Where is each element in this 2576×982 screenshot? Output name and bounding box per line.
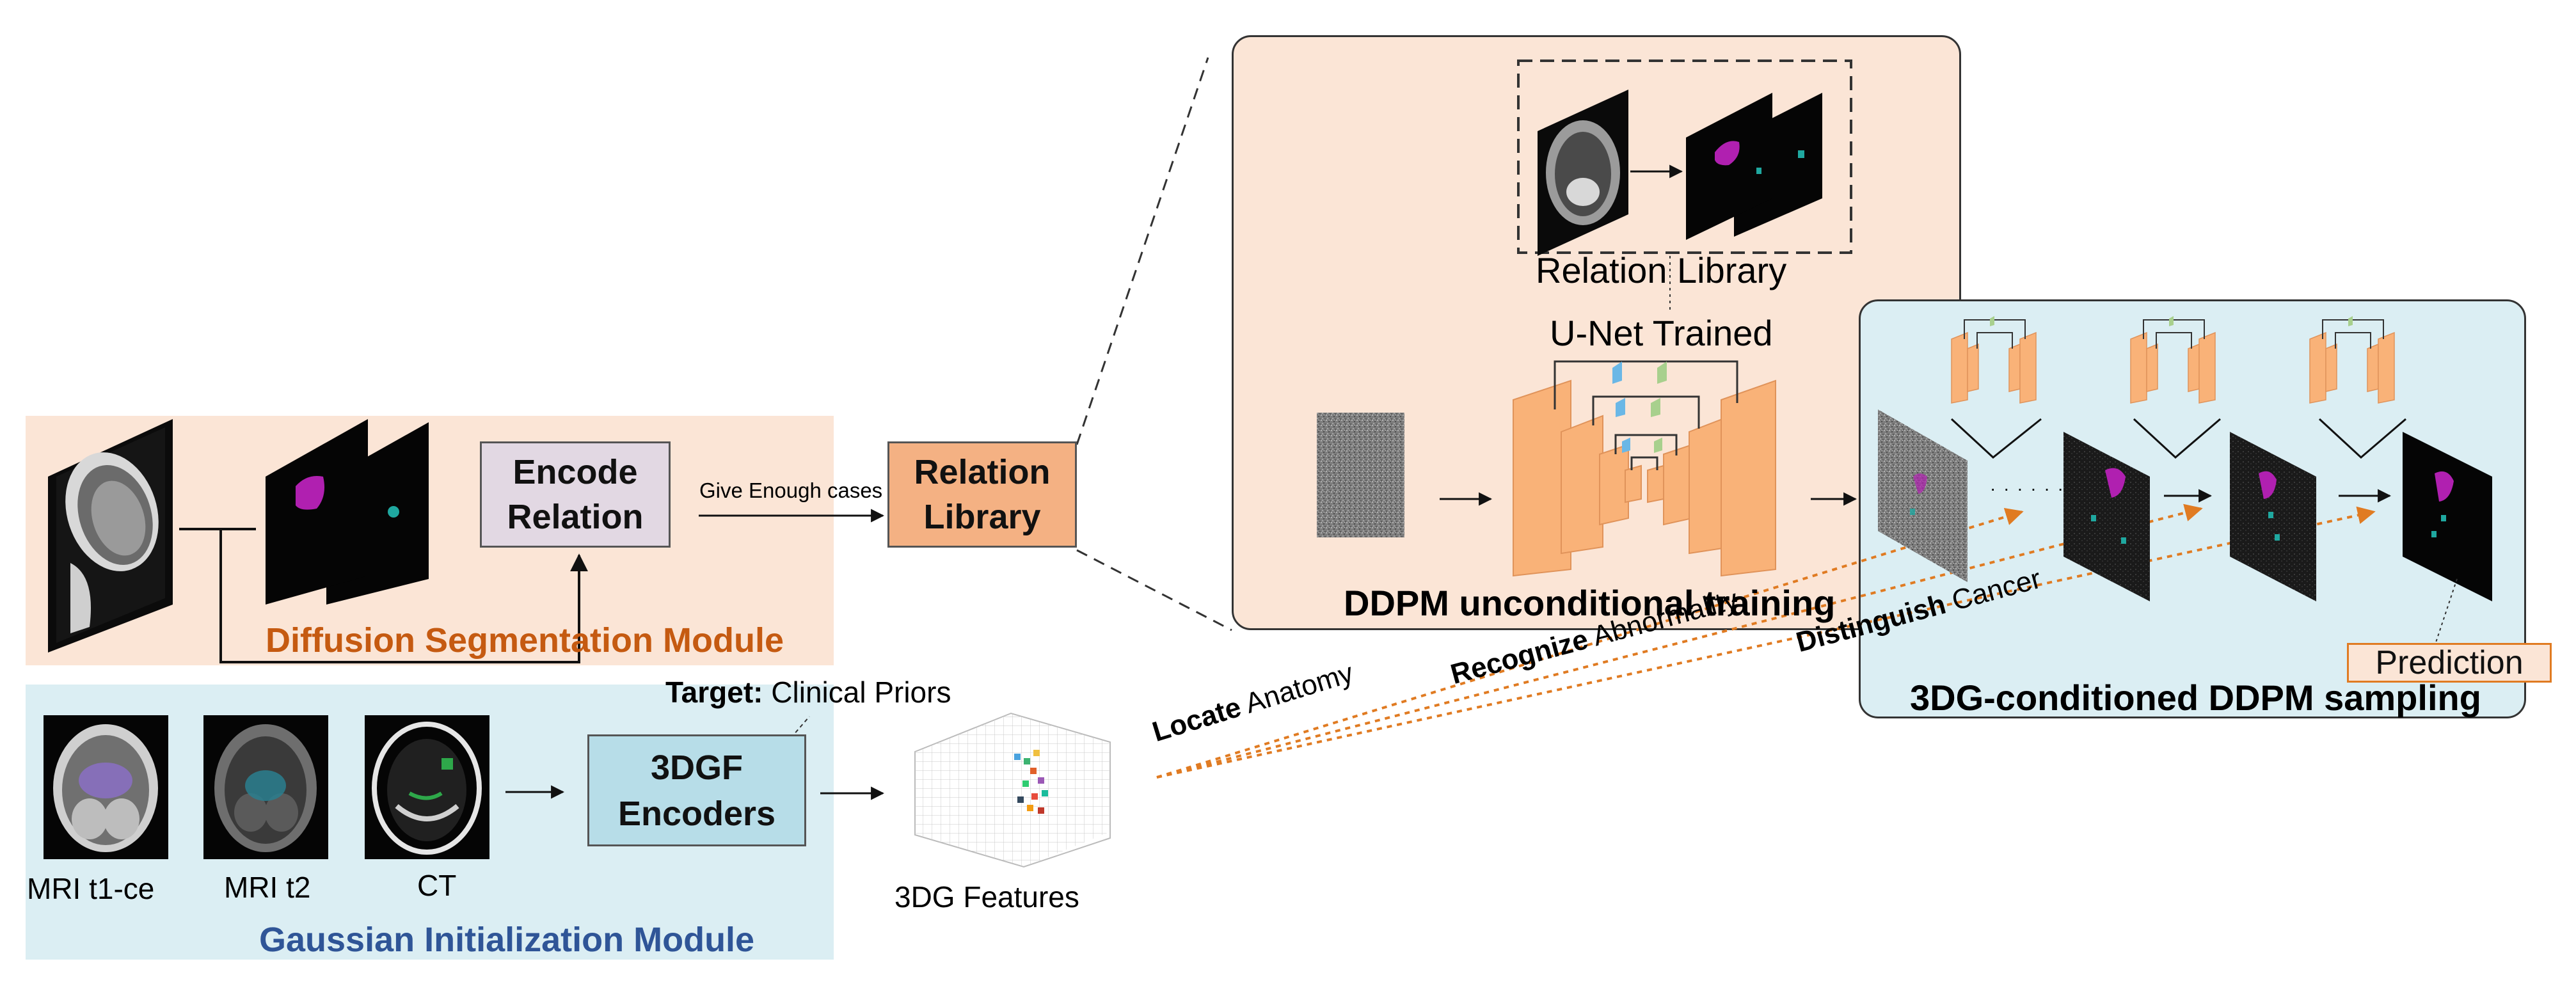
sampling-step-noise [1878, 409, 1968, 582]
relation-library-box: Relation Library [887, 441, 1077, 548]
sampling-title: 3DG-conditioned DDPM sampling [1910, 677, 2481, 718]
prediction-label: Prediction [2375, 644, 2524, 681]
gaussian-initialization-title: Gaussian Initialization Module [259, 921, 755, 959]
ct-image [365, 715, 489, 859]
encode-relation-line2: Relation [507, 498, 644, 536]
mri-t2-label: MRI t2 [224, 871, 311, 904]
sampling-unet-3 [2309, 316, 2395, 404]
3dg-features-label: 3DG Features [894, 880, 1079, 914]
library-mask-stack [1686, 93, 1822, 240]
sampling-unet-2 [2130, 316, 2216, 404]
segmentation-mask-stack [266, 419, 429, 605]
sampling-dots: · · · · · · [1990, 479, 2065, 498]
target-label: Target: Clinical Priors [665, 675, 951, 709]
mri-t2-image [203, 715, 328, 859]
target-bold: Target: [665, 676, 763, 709]
unet-trained-model [1513, 360, 1776, 577]
sampling-step-2 [2063, 432, 2150, 601]
sagittal-ct-image [48, 419, 173, 653]
encode-relation-line1: Encode [513, 453, 638, 491]
diffusion-segmentation-title: Diffusion Segmentation Module [266, 621, 784, 660]
ddpm-training-title: DDPM unconditional training [1344, 583, 1836, 623]
encode-relation-box: Encode Relation [480, 441, 671, 548]
mri-t1ce-image [44, 715, 168, 859]
target-text: Clinical Priors [771, 676, 951, 709]
sampling-step-prediction [2403, 432, 2492, 601]
prediction-box: Prediction [2347, 643, 2552, 683]
ct-label: CT [417, 869, 457, 902]
library-label: Relation Library [1536, 250, 1787, 290]
give-enough-cases-label: Give Enough cases [699, 479, 883, 502]
sampling-unet-1 [1951, 316, 2037, 404]
encoders-line1: 3DGF [650, 748, 743, 787]
library-ct-image [1538, 90, 1628, 256]
relation-library-line2: Library [923, 498, 1041, 536]
mri-t1ce-label: MRI t1-ce [27, 872, 155, 905]
encoders-line2: Encoders [617, 794, 776, 833]
sampling-step-3 [2230, 432, 2316, 601]
unet-trained-label: U-Net Trained [1550, 313, 1773, 353]
3dg-features-plot [914, 712, 1111, 868]
relation-library-line1: Relation [914, 453, 1051, 491]
3dgf-encoders-box: 3DGF Encoders [587, 734, 806, 846]
